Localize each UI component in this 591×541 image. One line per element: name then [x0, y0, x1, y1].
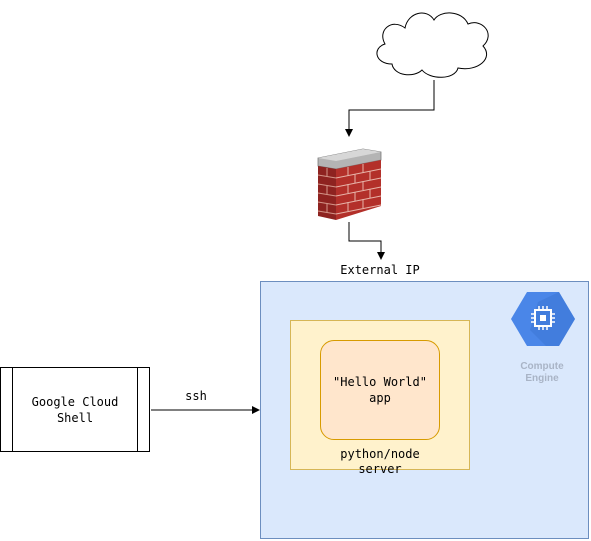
shell-left-bar: [12, 368, 13, 451]
compute-engine-caption: Compute Engine: [505, 361, 579, 385]
connector-firewall-to-compute: [348, 222, 385, 260]
compute-engine-caption-line1: Compute: [520, 361, 564, 372]
server-label: python/node server: [300, 447, 460, 477]
compute-engine-caption-line2: Engine: [525, 373, 559, 384]
external-ip-label: External IP: [340, 263, 420, 277]
app-label-line1: "Hello World": [333, 375, 427, 389]
app-label-line2: app: [369, 391, 391, 405]
shell-label-line1: Google Cloud: [31, 394, 119, 409]
connector-cloud-to-firewall: [345, 80, 435, 137]
cloud-shell-box: Google Cloud Shell: [0, 367, 150, 452]
firewall-icon: [317, 148, 382, 220]
server-label-line2: server: [358, 462, 402, 476]
ssh-label: ssh: [185, 389, 207, 403]
cloud-icon: [376, 12, 489, 78]
server-label-line1: python/node: [340, 447, 420, 461]
app-box: "Hello World" app: [320, 340, 440, 440]
compute-engine-icon: [511, 292, 575, 346]
shell-label-line2: Shell: [56, 410, 94, 425]
shell-right-bar: [137, 368, 138, 451]
